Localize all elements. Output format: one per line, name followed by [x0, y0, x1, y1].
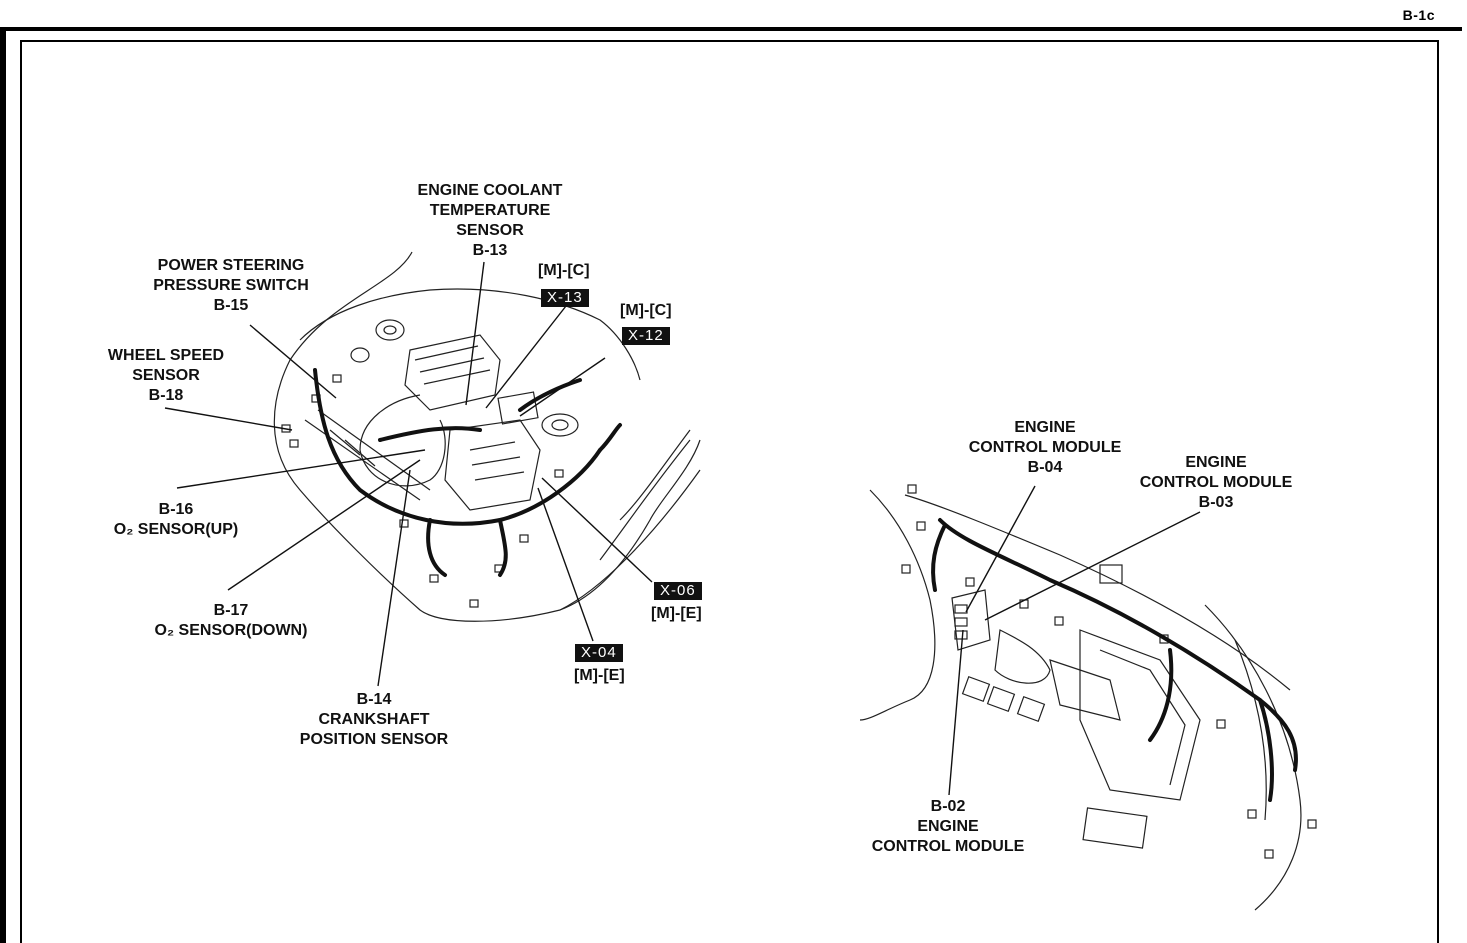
label-o2-sensor-down: B-17 O₂ SENSOR(DOWN)	[155, 601, 308, 641]
o2up-code: B-16	[158, 501, 194, 518]
ps-line1: POWER STEERING	[157, 257, 305, 274]
ps-line2: PRESSURE SWITCH	[153, 277, 309, 294]
x12-tag: X-12	[622, 327, 670, 345]
ecm03-line1: ENGINE	[1185, 454, 1247, 471]
ckp-line2: POSITION SENSOR	[299, 731, 449, 748]
x06-tag: X-06	[654, 582, 702, 600]
ecm02-line1: ENGINE	[917, 818, 979, 835]
label-wheel-speed-sensor: WHEEL SPEED SENSOR B-18	[108, 346, 224, 406]
o2down-name: O₂ SENSOR(DOWN)	[154, 622, 308, 639]
frame-right-rule	[1437, 40, 1439, 943]
ect-line2: TEMPERATURE	[429, 202, 551, 219]
ecm04-line1: ENGINE	[1014, 419, 1076, 436]
ecm03-line2: CONTROL MODULE	[1139, 474, 1293, 491]
x04-tag: X-04	[575, 644, 623, 662]
x12-code: [M]-[C]	[620, 302, 672, 319]
o2down-code: B-17	[213, 602, 249, 619]
ws-line1: WHEEL SPEED	[107, 347, 225, 364]
x04-code: [M]-[E]	[574, 667, 625, 684]
frame-left-bar	[0, 27, 6, 943]
x13-code: [M]-[C]	[538, 262, 590, 279]
o2up-name: O₂ SENSOR(UP)	[113, 521, 239, 538]
label-engine-coolant-temp-sensor: ENGINE COOLANT TEMPERATURE SENSOR B-13	[418, 181, 563, 261]
ecm02-line2: CONTROL MODULE	[871, 838, 1025, 855]
x06-code: [M]-[E]	[651, 605, 702, 622]
frame-inner-top-rule	[20, 40, 1438, 42]
ecm04-line2: CONTROL MODULE	[968, 439, 1122, 456]
label-crankshaft-position-sensor: B-14 CRANKSHAFT POSITION SENSOR	[300, 690, 448, 750]
engine-harness	[313, 368, 622, 577]
ect-line3: SENSOR	[456, 222, 524, 239]
ecm02-code: B-02	[930, 798, 966, 815]
ect-code: B-13	[472, 242, 508, 259]
leader-lines-left	[164, 261, 653, 687]
ws-code: B-18	[148, 387, 184, 404]
leader-lines-right	[948, 485, 1201, 796]
label-ecm-b04: ENGINE CONTROL MODULE B-04	[969, 418, 1122, 478]
ws-line2: SENSOR	[132, 367, 200, 384]
page-id: B-1c	[1402, 7, 1435, 23]
ecm04-code: B-04	[1027, 459, 1063, 476]
frame-top-rule	[5, 27, 1462, 31]
ckp-line1: CRANKSHAFT	[318, 711, 430, 728]
label-ecm-b03: ENGINE CONTROL MODULE B-03	[1140, 453, 1293, 513]
label-ecm-b02: B-02 ENGINE CONTROL MODULE	[872, 797, 1025, 857]
ps-code: B-15	[213, 297, 249, 314]
label-o2-sensor-up: B-16 O₂ SENSOR(UP)	[114, 500, 238, 540]
ckp-code: B-14	[356, 691, 392, 708]
ecm03-code: B-03	[1198, 494, 1234, 511]
x13-tag: X-13	[541, 289, 589, 307]
ect-line1: ENGINE COOLANT	[417, 182, 563, 199]
frame-inner-left-rule	[20, 40, 22, 943]
dashboard-harness	[931, 518, 1298, 802]
label-power-steering-pressure-switch: POWER STEERING PRESSURE SWITCH B-15	[153, 256, 309, 316]
